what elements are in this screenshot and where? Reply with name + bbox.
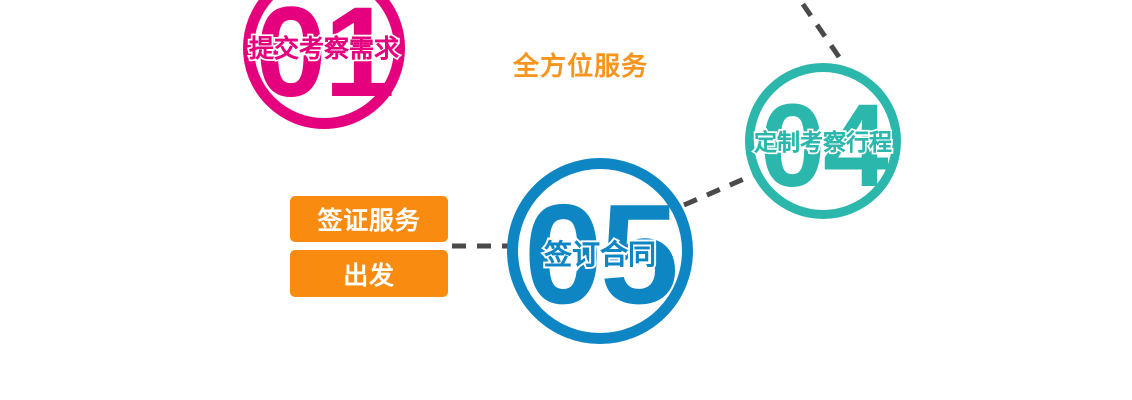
- service-button-visa[interactable]: 签证服务: [290, 196, 448, 242]
- step-circle-01[interactable]: 01 提交考察需求 提交考察需求: [243, 0, 405, 129]
- step-caption-04: 定制考察行程: [754, 129, 892, 155]
- connector-step05-to-step04: [683, 169, 761, 208]
- step-caption-05: 签订合同: [543, 239, 656, 270]
- step-caption-01-outline: 提交考察需求: [247, 35, 401, 64]
- headline-all-round-service: 全方位服务: [513, 51, 649, 81]
- step-caption-05-outline: 签订合同: [542, 239, 658, 271]
- service-button-departure[interactable]: 出发: [290, 250, 448, 297]
- connector-step04-to-offscreen: [797, 0, 842, 59]
- step-number-05: 05: [523, 175, 679, 334]
- step-circle-05[interactable]: 05 签订合同 签订合同: [507, 158, 693, 344]
- step-caption-01: 提交考察需求: [248, 35, 399, 63]
- step-caption-04-outline: 定制考察行程: [752, 129, 894, 156]
- step-number-01: 01: [255, 0, 395, 124]
- step-number-04: 04: [759, 80, 889, 212]
- step-circle-04[interactable]: 04 定制考察行程 定制考察行程: [745, 63, 901, 219]
